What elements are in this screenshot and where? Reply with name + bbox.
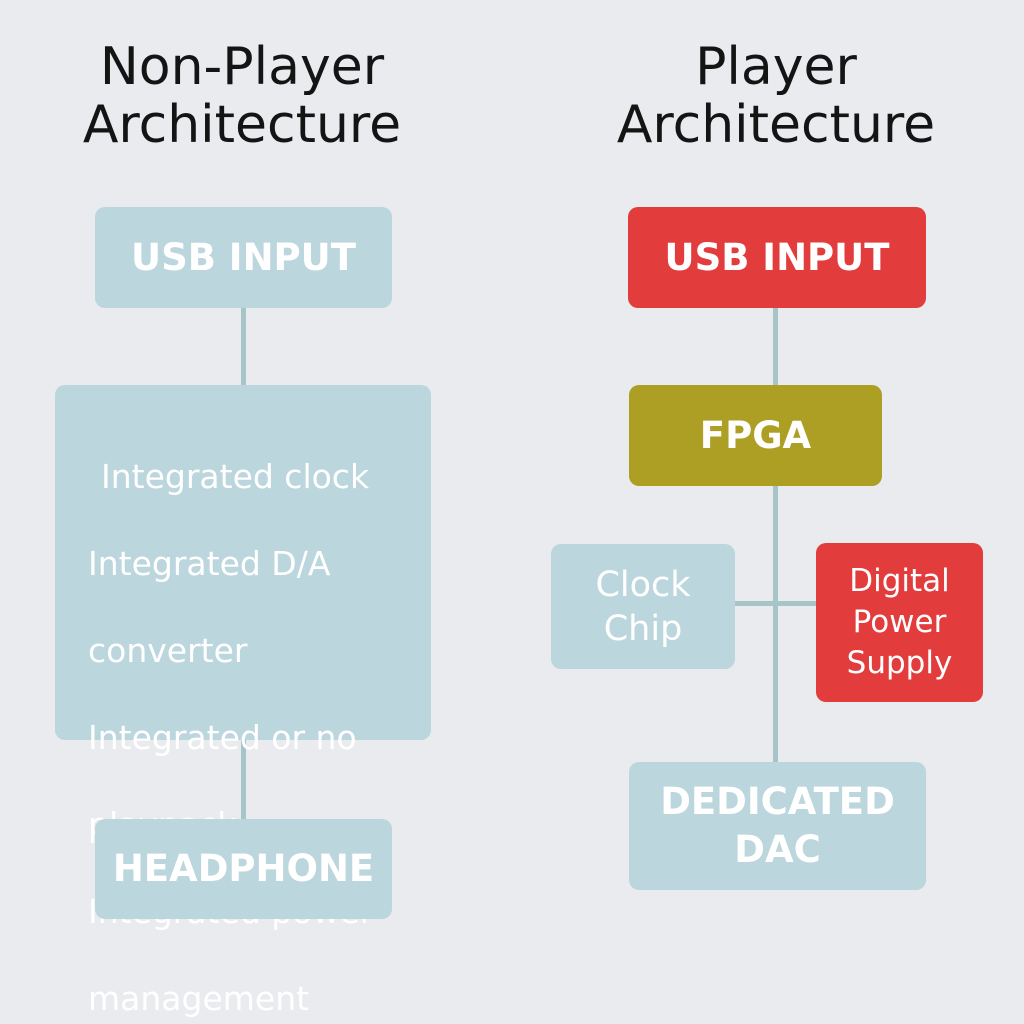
left-integrated-components-box: Integrated clock Integrated D/A converte…	[55, 385, 431, 1018]
left-connector-usb-to-integrated	[241, 308, 246, 385]
left-usb-input-box: USB INPUT	[95, 207, 392, 308]
left-headphone-box: HEADPHONE	[95, 819, 392, 919]
right-connector-fpga-to-dac	[773, 486, 778, 762]
clock-chip-box: Clock Chip	[551, 544, 735, 669]
integrated-line: Integrated clock	[101, 456, 370, 496]
right-connector-usb-to-fpga	[773, 308, 778, 385]
non-player-architecture-title: Non-Player Architecture	[82, 37, 402, 155]
left-connector-integrated-to-headphone	[241, 740, 246, 819]
dedicated-dac-box: DEDICATED DAC	[629, 762, 926, 890]
integrated-line: converter	[88, 630, 248, 670]
digital-power-supply-box: Digital Power Supply	[816, 543, 983, 702]
player-architecture-title: Player Architecture	[616, 37, 936, 155]
fpga-box: FPGA	[629, 385, 882, 486]
right-connector-clock-to-power	[735, 601, 816, 606]
integrated-line: Integrated or no	[88, 717, 357, 757]
right-usb-input-box: USB INPUT	[628, 207, 926, 308]
integrated-line: management	[88, 978, 310, 1018]
integrated-line: Integrated D/A	[88, 543, 331, 583]
